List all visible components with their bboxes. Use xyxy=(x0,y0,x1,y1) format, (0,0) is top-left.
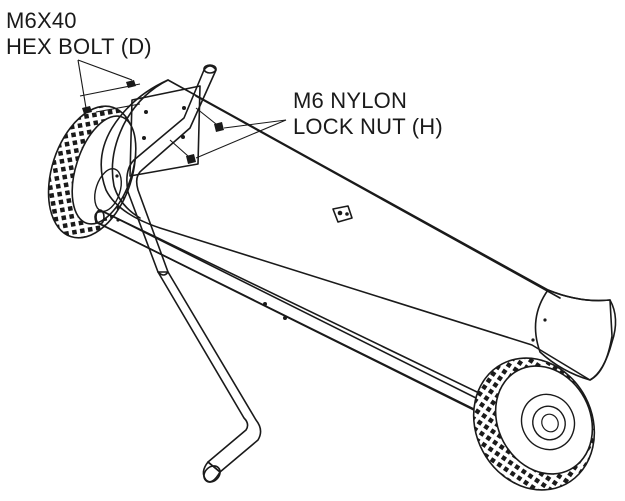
axle-frame xyxy=(94,209,507,421)
hopper-end-cap xyxy=(534,289,617,381)
lock-nut-size-label: M6 NYLON xyxy=(293,88,408,113)
right-wheel-hub-cap xyxy=(541,413,559,433)
handle xyxy=(126,64,262,483)
hex-bolt-callout: M6X40 HEX BOLT (D) xyxy=(6,8,152,60)
left-wheel xyxy=(47,105,137,239)
left-wheel-face xyxy=(71,115,137,225)
lock-nut-callout: M6 NYLON LOCK NUT (H) xyxy=(293,88,443,140)
hopper-rivet xyxy=(531,338,535,342)
lock-nut xyxy=(169,107,224,164)
hex-bolt xyxy=(79,80,141,114)
bolt-leader-lines xyxy=(77,59,133,109)
handle-grip-end xyxy=(203,465,221,483)
hopper-rivet xyxy=(115,174,119,178)
handle-lower xyxy=(157,271,262,473)
hopper-latch-plate xyxy=(332,205,353,223)
hex-bolt-name-label: HEX BOLT (D) xyxy=(6,34,152,59)
hex-bolt-size-label: M6X40 xyxy=(6,8,77,33)
hopper-rivet xyxy=(543,318,547,322)
nut-leader-lines xyxy=(195,119,287,159)
lock-nut-name-label: LOCK NUT (H) xyxy=(293,114,443,139)
handle-top-end xyxy=(203,64,217,74)
hopper-top-edge xyxy=(195,95,561,299)
right-wheel xyxy=(472,357,596,491)
